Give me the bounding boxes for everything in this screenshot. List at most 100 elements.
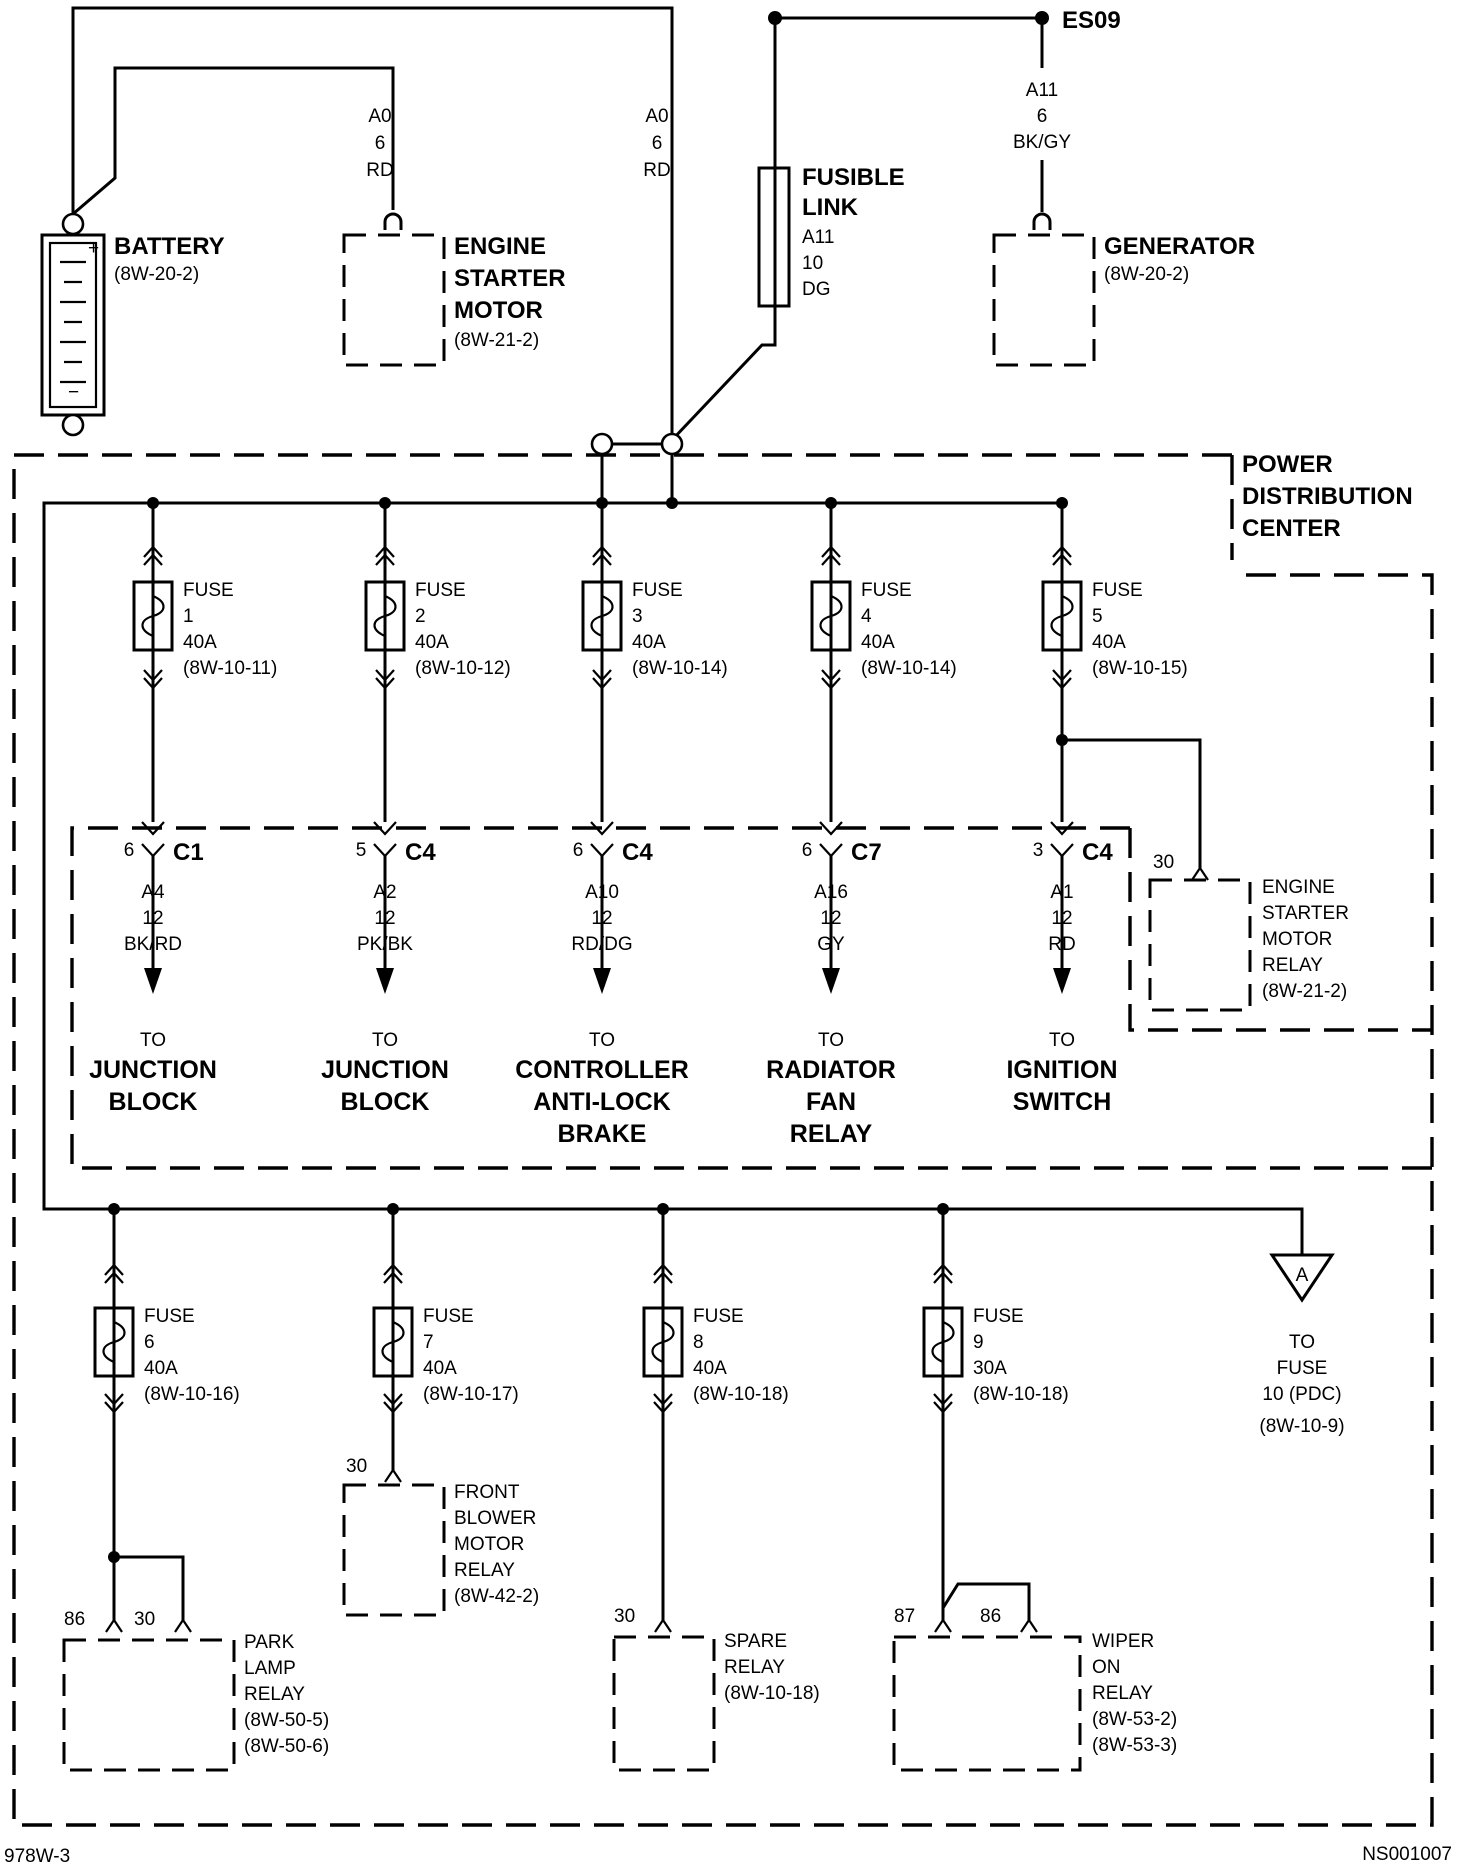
fuse-1-gauge: 12: [142, 908, 163, 929]
park-relay-ref-2: (8W-50-6): [244, 1736, 329, 1757]
fuse-4-label: FUSE: [861, 580, 912, 601]
fuse-2-gauge: 12: [374, 908, 395, 929]
fuse-1-ref: (8W-10-11): [183, 658, 277, 679]
fuse-5-amperage: 40A: [1092, 632, 1126, 653]
fuse-3-connector: C4: [622, 839, 653, 866]
fuse-3-to: TO: [589, 1030, 615, 1051]
fuse-2-label: FUSE: [415, 580, 466, 601]
blower-relay-pin: 30: [346, 1456, 367, 1477]
park-relay-label-3: RELAY: [244, 1684, 305, 1705]
fuse-2-connector: C4: [405, 839, 436, 866]
fuse-2-number: 2: [415, 606, 426, 627]
fusible-link-symbol: [757, 166, 791, 308]
fuse-5-circuit: A1: [1050, 882, 1073, 903]
generator-wire-color: BK/GY: [1013, 132, 1071, 153]
fuse-3-label: FUSE: [632, 580, 683, 601]
arrow-down-icon: [376, 968, 394, 994]
fuse-4-color: GY: [817, 934, 845, 955]
fuse-1-label: FUSE: [183, 580, 234, 601]
splice-label: ES09: [1062, 7, 1121, 34]
fuse-5-pin: 3: [1033, 840, 1044, 861]
fuse-6-label: FUSE: [144, 1306, 195, 1327]
fuse-2-color: PK/BK: [357, 934, 413, 955]
starter-relay-pin: 30: [1153, 852, 1174, 873]
pdc-label-2: DISTRIBUTION: [1242, 483, 1413, 510]
fuse-5-ref: (8W-10-15): [1092, 658, 1188, 679]
fuse-7-number: 7: [423, 1332, 434, 1353]
wiper-relay-ref-2: (8W-53-3): [1092, 1735, 1177, 1756]
pdc-label-1: POWER: [1242, 451, 1333, 478]
fuse-2-destination-1: JUNCTION: [321, 1056, 449, 1084]
blower-relay-label-2: BLOWER: [454, 1508, 536, 1529]
starter-ref: (8W-21-2): [454, 330, 539, 351]
engine-starter-motor-relay-box: [1148, 878, 1252, 1012]
battery-minus: −: [68, 382, 79, 403]
fuse-5-color: RD: [1048, 934, 1075, 955]
fuse-4-number: 4: [861, 606, 872, 627]
fuse-1-connector: C1: [173, 839, 204, 866]
park-relay-label-1: PARK: [244, 1632, 295, 1653]
connector-a-triangle: [1269, 1253, 1335, 1303]
arrow-down-icon: [1053, 968, 1071, 994]
wiper-relay-pin-87: 87: [894, 1606, 915, 1627]
generator-wire-circuit: A11: [1026, 80, 1058, 101]
connector-a-fuse: FUSE: [1277, 1358, 1328, 1379]
fuse-4-ref: (8W-10-14): [861, 658, 957, 679]
front-blower-motor-relay-box: [342, 1483, 446, 1617]
starter-wire-gauge: 6: [375, 133, 386, 154]
fuse-5-destination-2: SWITCH: [1013, 1088, 1112, 1116]
fuse-7-ref: (8W-10-17): [423, 1384, 519, 1405]
starter-relay-label-3: MOTOR: [1262, 929, 1332, 950]
fuse-6-amperage: 40A: [144, 1358, 178, 1379]
fuse-5-symbol: [1041, 580, 1083, 652]
wiper-relay-label-3: RELAY: [1092, 1683, 1153, 1704]
footer-right-code: NS001007: [1362, 1844, 1452, 1865]
starter-label-1: ENGINE: [454, 233, 546, 260]
wiper-relay-label-1: WIPER: [1092, 1631, 1154, 1652]
wiper-relay-ref-1: (8W-53-2): [1092, 1709, 1177, 1730]
starter-wire-circuit: A0: [368, 106, 391, 127]
starter-relay-feed-wire: [1062, 738, 1202, 868]
fuse-4-destination-1: RADIATOR: [766, 1056, 896, 1084]
fuse-8-number: 8: [693, 1332, 704, 1353]
battery-plus: +: [88, 238, 99, 259]
fuse-2-amperage: 40A: [415, 632, 449, 653]
fuse-7-label: FUSE: [423, 1306, 474, 1327]
fuse-3-pin: 6: [573, 840, 584, 861]
footer-left-code: 978W-3: [4, 1846, 70, 1867]
bottom-fuse-columns: FUSE640A(8W-10-16)FUSE740A(8W-10-17)FUSE…: [93, 1209, 1069, 1414]
main-wire-color: RD: [643, 160, 670, 181]
fuse-5-number: 5: [1092, 606, 1103, 627]
starter-relay-label-2: STARTER: [1262, 903, 1349, 924]
fuse-6-symbol: [93, 1306, 135, 1378]
park-relay-ref-1: (8W-50-5): [244, 1710, 329, 1731]
fuse-4-destination-3: RELAY: [790, 1120, 873, 1148]
fuse-1-number: 1: [183, 606, 194, 627]
blower-relay-ref: (8W-42-2): [454, 1586, 539, 1607]
spare-relay-label-2: RELAY: [724, 1657, 785, 1678]
fuse-1-destination-2: BLOCK: [109, 1088, 198, 1116]
fusible-link-wire: [670, 20, 777, 442]
wiper-relay-label-2: ON: [1092, 1657, 1121, 1678]
fuse-3-gauge: 12: [591, 908, 612, 929]
fuse-4-destination-2: FAN: [806, 1088, 856, 1116]
battery-symbol: [40, 212, 106, 437]
fuse-2-destination-2: BLOCK: [341, 1088, 430, 1116]
fuse-5-destination-1: IGNITION: [1006, 1056, 1117, 1084]
fuse-1-circuit: A4: [141, 882, 165, 903]
fuse-8-ref: (8W-10-18): [693, 1384, 789, 1405]
fusible-link-color: DG: [802, 279, 831, 300]
park-lamp-relay-box: [62, 1638, 236, 1772]
connector-a-num: 10 (PDC): [1262, 1384, 1341, 1405]
generator-box: [992, 233, 1096, 367]
fuse-1-to: TO: [140, 1030, 166, 1051]
fuse-2-symbol: [364, 580, 406, 652]
fuse-1-color: BK/RD: [124, 934, 182, 955]
starter-relay-boundary: [1128, 828, 1432, 1032]
fuse-4-connector: C7: [851, 839, 882, 866]
fuse-3-circuit: A10: [585, 882, 619, 903]
fuse-3-destination-2: ANTI-LOCK: [533, 1088, 670, 1116]
pdc-entry-terminal-right: [660, 432, 684, 456]
fuse-9-amperage: 30A: [973, 1358, 1007, 1379]
